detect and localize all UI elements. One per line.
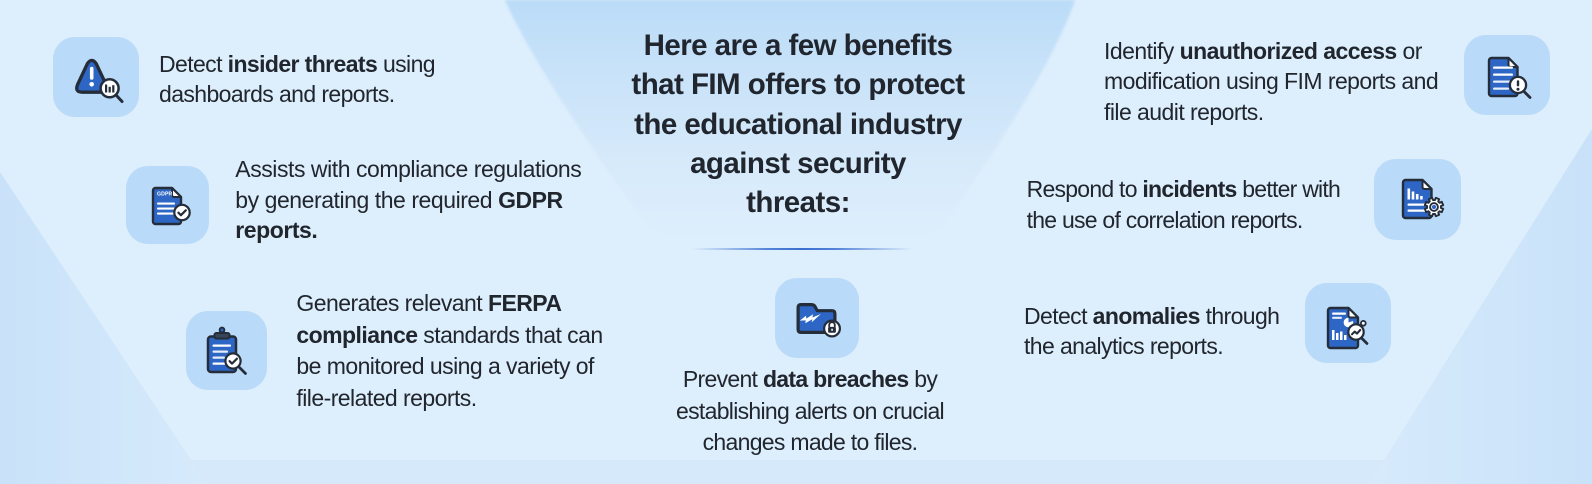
svg-text:GDPR: GDPR bbox=[157, 192, 173, 198]
